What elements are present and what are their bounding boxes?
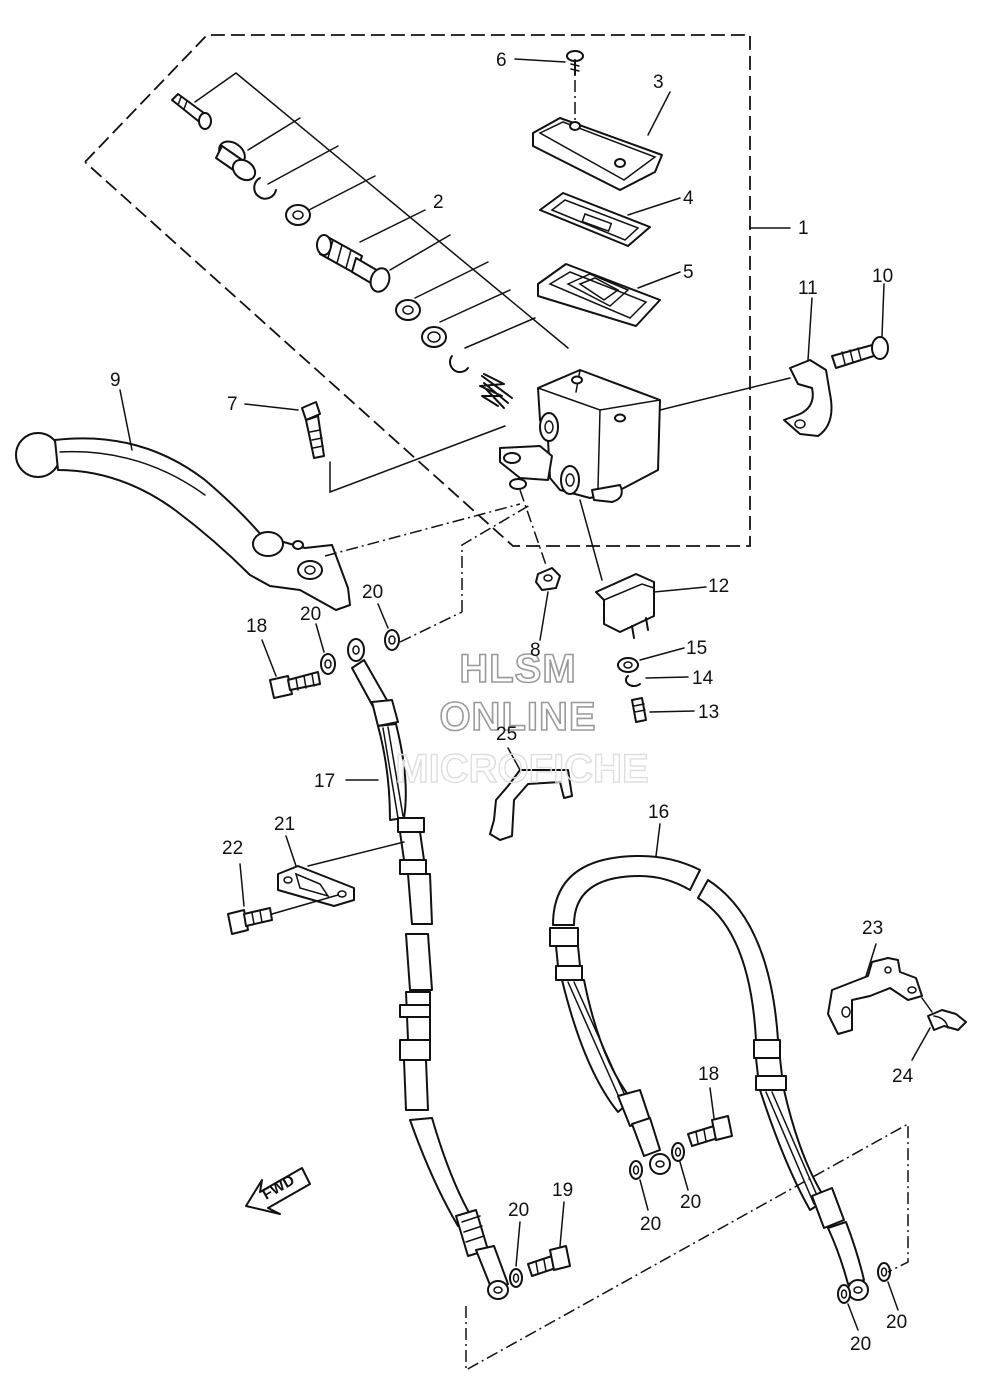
- watermark-line-2: ONLINE: [439, 695, 596, 739]
- copper-washer-caliper-right-b: [877, 1262, 899, 1311]
- switch-screw: [631, 697, 695, 723]
- callout-12: 12: [708, 576, 729, 597]
- callout-10: 10: [872, 266, 893, 287]
- return-spring: [479, 373, 513, 409]
- diaphragm-plate: [539, 192, 681, 247]
- copper-washer-upper-left: [315, 623, 336, 675]
- copper-washer-caliper-right-a: [837, 1284, 859, 1331]
- callout-17: 17: [314, 771, 335, 792]
- front-brake-light-switch: [579, 499, 707, 639]
- callout-16: 16: [648, 802, 669, 823]
- dust-boot: [215, 140, 257, 182]
- callout-20-caliper-right-a: 20: [850, 1334, 871, 1355]
- master-cylinder-holder: [783, 297, 833, 437]
- push-rod: [171, 93, 212, 130]
- hose-guide-bracket: [827, 943, 923, 1035]
- union-bolt-caliper: [527, 1201, 571, 1277]
- hose-clamp-upper: [277, 835, 405, 907]
- forward-direction-arrow: FWD: [245, 1167, 311, 1215]
- callout-2: 2: [433, 192, 444, 213]
- callout-7: 7: [227, 394, 238, 415]
- union-bolt-upper: [261, 639, 321, 699]
- watermark-line-3: MICROFICHE: [395, 747, 648, 791]
- master-cylinder-body: [499, 369, 791, 503]
- callout-13: 13: [698, 702, 719, 723]
- brake-hose-lower: [549, 823, 869, 1301]
- callout-19: 19: [552, 1180, 573, 1201]
- callout-20-lower-mid-right: 20: [680, 1192, 701, 1213]
- callout-15: 15: [686, 638, 707, 659]
- secondary-seal: [421, 326, 447, 348]
- callout-23: 23: [862, 918, 883, 939]
- piston-kit-leader-lines: [194, 72, 569, 349]
- callout-3: 3: [653, 72, 664, 93]
- brake-hose-upper: [345, 638, 509, 1300]
- piston: [316, 234, 391, 293]
- copper-washer-caliper-left: [509, 1221, 523, 1288]
- reservoir-cap: [532, 91, 671, 191]
- callout-20-caliper-left: 20: [508, 1200, 529, 1221]
- lever-pivot-bolt: [244, 401, 506, 494]
- copper-washer-lower-mid-left: [629, 1160, 649, 1211]
- callout-9: 9: [110, 370, 121, 391]
- callout-21: 21: [274, 814, 295, 835]
- callout-8: 8: [530, 640, 541, 661]
- copper-washer-lower-mid-right: [671, 1142, 689, 1191]
- callout-4: 4: [683, 188, 694, 209]
- circlip-upper: [253, 177, 277, 200]
- copper-washer-upper-right: [377, 603, 463, 651]
- piston-kit-parts: [171, 93, 513, 409]
- callout-22: 22: [222, 838, 243, 859]
- switch-lock-washer: [625, 675, 689, 688]
- callout-20-upper-left: 20: [300, 604, 321, 625]
- callout-18-upper: 18: [246, 616, 267, 637]
- callout-11: 11: [798, 278, 818, 299]
- callout-14: 14: [692, 668, 714, 689]
- watermark-line-1: HLSM: [459, 647, 576, 691]
- callout-5: 5: [683, 262, 694, 283]
- callout-20-upper-right: 20: [362, 582, 383, 603]
- callout-20-lower-mid-left: 20: [640, 1214, 661, 1235]
- callout-25: 25: [496, 724, 517, 745]
- caliper-reference-lines: [465, 1122, 909, 1372]
- callout-labels: 1 2 3 4 5 6 7 8 9 10 11 12 13 14 15 16 1…: [110, 50, 914, 1355]
- site-watermark: HLSM ONLINE MICROFICHE: [395, 646, 650, 792]
- callout-24: 24: [892, 1066, 914, 1087]
- piston-washer-upper: [285, 204, 311, 226]
- diaphragm: [537, 263, 681, 327]
- callout-1: 1: [798, 218, 809, 239]
- callout-20-caliper-right-b: 20: [886, 1312, 907, 1333]
- hose-clamp-bolt: [227, 863, 339, 935]
- hose-clip: [911, 997, 967, 1061]
- switch-flat-washer: [617, 647, 685, 673]
- master-cylinder-assembly-outline: [84, 34, 791, 547]
- callout-18-lower: 18: [698, 1064, 719, 1085]
- brake-lever: [15, 389, 531, 612]
- reservoir-cap-screw: [514, 50, 584, 120]
- cup-seal: [395, 299, 421, 321]
- circlip-lower: [449, 355, 469, 373]
- callout-6: 6: [496, 50, 507, 71]
- hose-bracket: [489, 747, 573, 841]
- lever-pivot-nut: [519, 489, 561, 641]
- union-bolt-lower: [687, 1087, 733, 1147]
- holder-bolt: [831, 283, 889, 369]
